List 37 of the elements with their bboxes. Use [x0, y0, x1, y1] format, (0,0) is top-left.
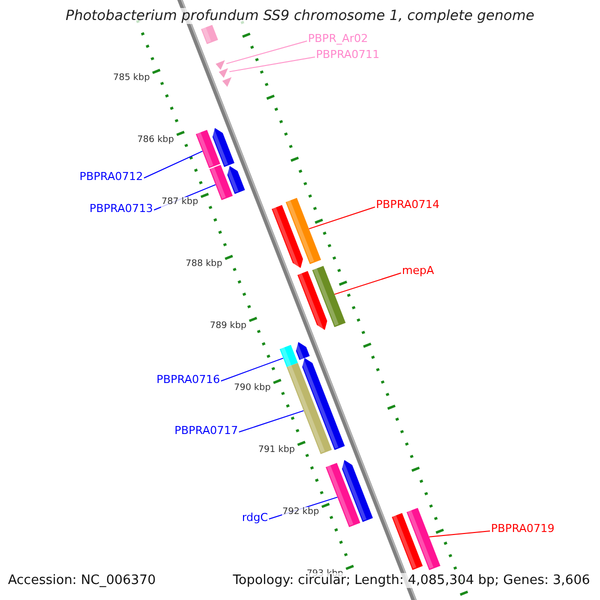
gene-label: PBPRA0712	[79, 170, 143, 183]
tick-label: 786 kbp	[137, 134, 174, 146]
leader-line	[238, 410, 304, 432]
leader-line	[228, 56, 316, 72]
gene-label: PBPRA0716	[156, 373, 220, 386]
gene-feature	[297, 266, 346, 331]
gene-label: mepA	[402, 264, 434, 277]
tick-label: 789 kbp	[210, 320, 247, 332]
leader-line	[144, 150, 203, 178]
rna-feature	[218, 68, 228, 78]
rna-feature	[222, 77, 232, 87]
leader-line	[308, 206, 376, 230]
leader-line	[334, 272, 402, 295]
gene-feature	[196, 127, 234, 168]
tick-label: 787 kbp	[161, 196, 198, 208]
gene-feature	[280, 341, 310, 368]
gene-feature	[209, 164, 245, 200]
gene-label: PBPR_Ar02	[308, 32, 368, 45]
tick-label: 788 kbp	[186, 258, 222, 270]
tick-label: 790 kbp	[234, 382, 271, 394]
leader-line	[428, 530, 490, 538]
gene-label: rdgC	[242, 511, 268, 524]
gene-label: PBPRA0719	[491, 522, 555, 535]
gene-label: PBPRA0713	[89, 202, 153, 215]
gene-label: PBPRA0714	[376, 198, 440, 211]
tick-label: 785 kbp	[113, 72, 150, 84]
leader-line	[220, 358, 284, 382]
gene-feature	[326, 459, 373, 528]
gene-label: PBPRA0711	[316, 48, 380, 61]
gene-label: PBPRA0717	[174, 424, 238, 437]
tick-label: 792 kbp	[282, 506, 320, 518]
rna-feature	[216, 60, 225, 70]
gene-feature	[272, 198, 322, 269]
gene-feature	[201, 24, 218, 44]
leader-line	[226, 40, 308, 64]
tick-label: 791 kbp	[258, 444, 295, 456]
gene-feature	[392, 508, 440, 570]
